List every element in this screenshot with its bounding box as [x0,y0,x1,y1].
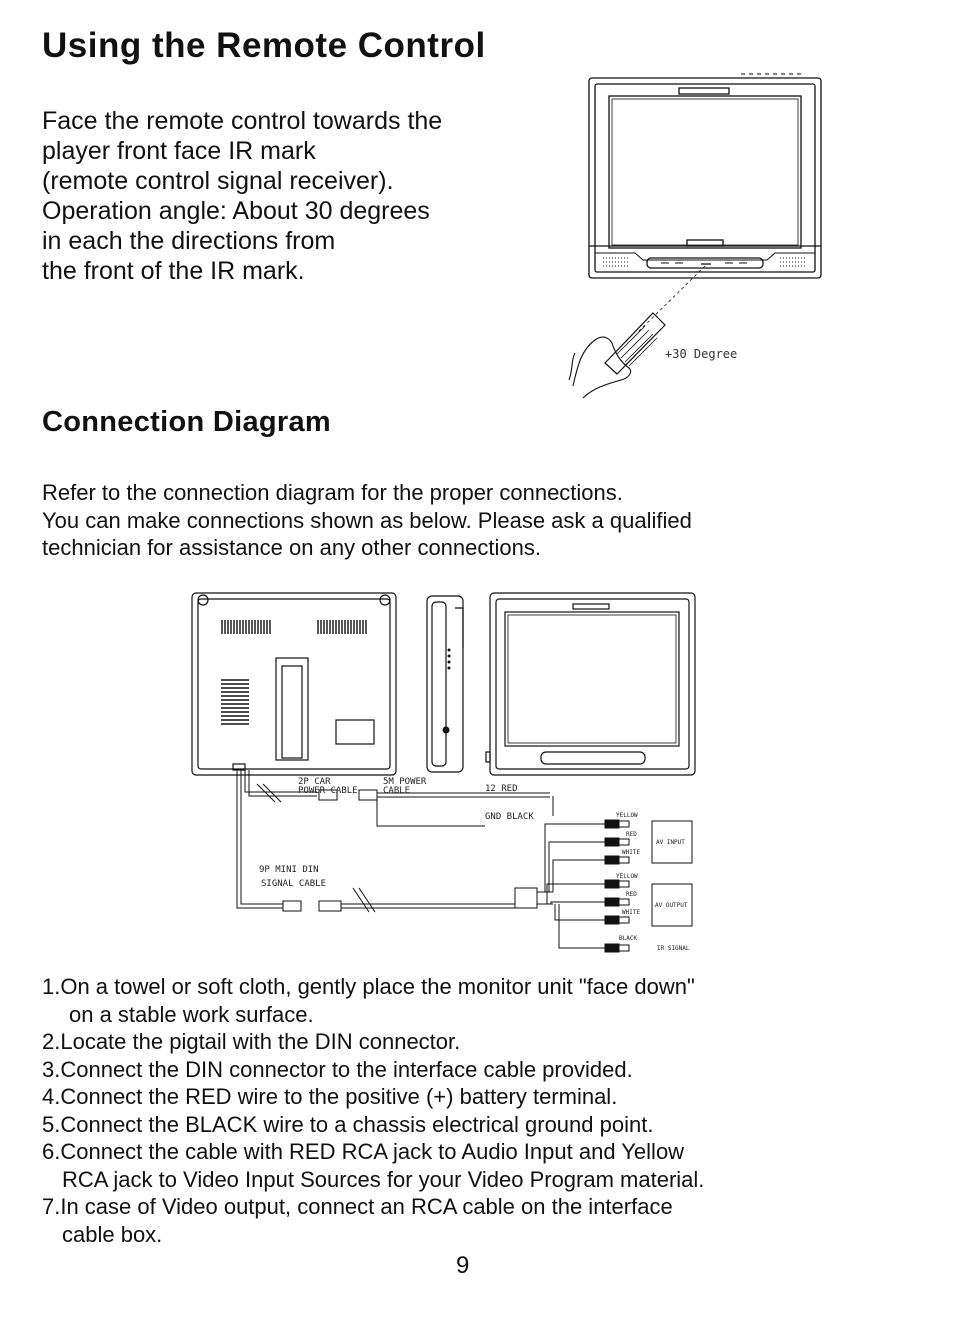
jack-label: RED [626,831,637,838]
monitor-front [485,592,696,776]
page-title: Using the Remote Control [42,26,486,65]
section-title: Connection Diagram [42,406,331,438]
power-cable-label: 5M POWER [383,777,427,787]
intro-line: player front face IR mark [42,137,316,165]
intro-line: (remote control signal receiver). [42,167,394,195]
step-line: 3.Connect the DIN connector to the inter… [42,1056,633,1082]
remote-control-illustration: +30 Degree [568,73,822,399]
intro-line: Operation angle: About 30 degrees [42,197,430,225]
angle-label: +30 Degree [665,347,737,361]
av-output-label: AV OUTPUT [655,902,688,909]
step-line: on a stable work surface. [69,1001,314,1027]
jack-label: WHITE [622,909,640,916]
av-input-label: AV INPUT [656,839,685,846]
car-cable-label: POWER CABLE [298,786,358,796]
instruction-steps: 1.On a towel or soft cloth, gently place… [42,973,922,1248]
black-wire-label: GND BLACK [485,812,534,822]
din-cable-label: 9P MINI DIN [259,865,319,875]
step-line: cable box. [62,1221,163,1247]
intro-line: the front of the IR mark. [42,257,305,285]
jack-label: BLACK [619,935,637,942]
step-line: 1.On a towel or soft cloth, gently place… [42,974,695,999]
step-line: 2.Locate the pigtail with the DIN connec… [42,1029,461,1054]
jack-label: RED [626,891,637,898]
ir-signal-label: IR SIGNAL [657,945,690,952]
intro-line: Face the remote control towards the [42,107,443,135]
monitor-side [426,595,464,773]
intro-text: Face the remote control towards the play… [42,106,562,286]
refer-line: technician for assistance on any other c… [42,535,541,560]
power-cable-label: CABLE [383,786,410,796]
red-wire-label: 12 RED [485,784,518,794]
step-line: 6.Connect the cable with RED RCA jack to… [42,1139,685,1164]
step-line: 4.Connect the RED wire to the positive (… [42,1084,618,1109]
step-line: RCA jack to Video Input Sources for your… [62,1166,705,1192]
refer-line: You can make connections shown as below.… [42,507,692,533]
car-cable-label: 2P CAR [298,777,331,787]
remote-icon [604,312,666,375]
jack-label: YELLOW [616,873,638,880]
step-line: 7.In case of Video output, connect an RC… [42,1194,673,1219]
monitor-back [191,592,397,776]
refer-text: Refer to the connection diagram for the … [42,479,922,562]
refer-line: Refer to the connection diagram for the … [42,480,623,505]
step-line: 5.Connect the BLACK wire to a chassis el… [42,1111,654,1137]
jack-label: WHITE [622,849,640,856]
intro-line: in each the directions from [42,227,336,255]
din-cable-label: SIGNAL CABLE [261,879,326,889]
hand-icon [568,336,632,399]
connection-diagram: 2P CAR POWER CABLE 5M POWER CABLE 12 RED… [191,592,696,953]
page-number: 9 [456,1252,470,1279]
jack-label: YELLOW [616,812,638,819]
